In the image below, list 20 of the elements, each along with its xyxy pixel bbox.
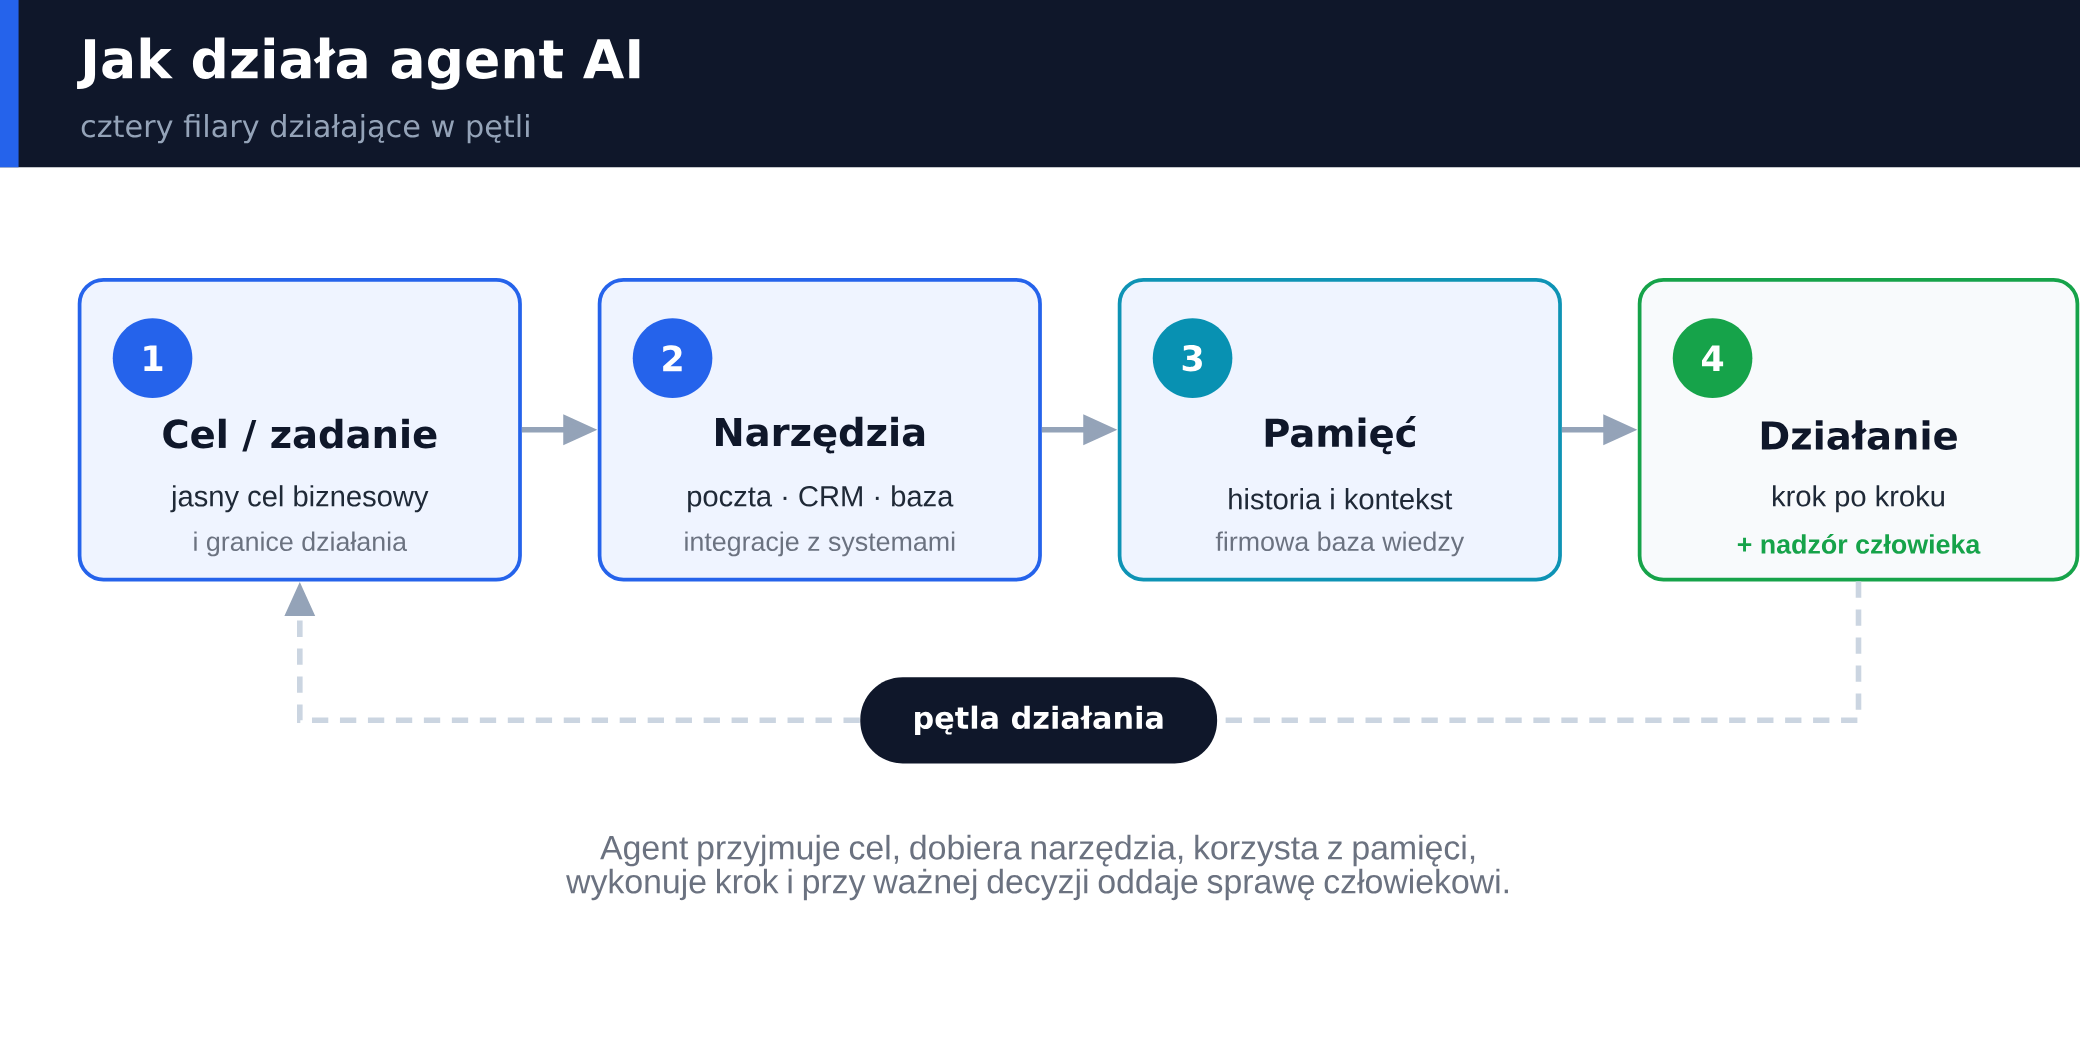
step-title: Działanie: [1761, 420, 1957, 450]
step-note: integracje z systemami: [685, 531, 955, 557]
step-description: jasny cel biznesowy: [170, 485, 429, 513]
step-title: Pamięć: [1265, 415, 1417, 455]
number-badge: 4: [1672, 318, 1753, 398]
step-description: krok po kroku: [1773, 485, 1944, 513]
number-badge: 1: [112, 318, 193, 398]
step-note: i granice działania: [194, 531, 408, 557]
step-description: historia i kontekst: [1229, 488, 1453, 510]
number-badge: 2: [632, 318, 713, 398]
highlight-note: + nadzór człowieka: [1737, 533, 1981, 554]
step-title: Cel / zadanie: [163, 418, 437, 452]
loop-pill: pętla działania: [860, 677, 1218, 764]
title: Jak działa agent AI: [77, 37, 640, 90]
caption: Agent przyjmuje cel, dobiera narzędzia, korzysta z pamięci, wykonuje krok i przy ważnej decyzji oddaje sprawę człowiekowi.: [566, 834, 1508, 901]
step-description: poczta · CRM · baza: [688, 485, 954, 513]
number-badge: 3: [1152, 318, 1233, 398]
subtitle: cztery filary działające w pętli: [81, 114, 529, 144]
step-title: Narzędzia: [716, 416, 925, 454]
step-note: firmowa baza wiedzy: [1215, 531, 1465, 557]
